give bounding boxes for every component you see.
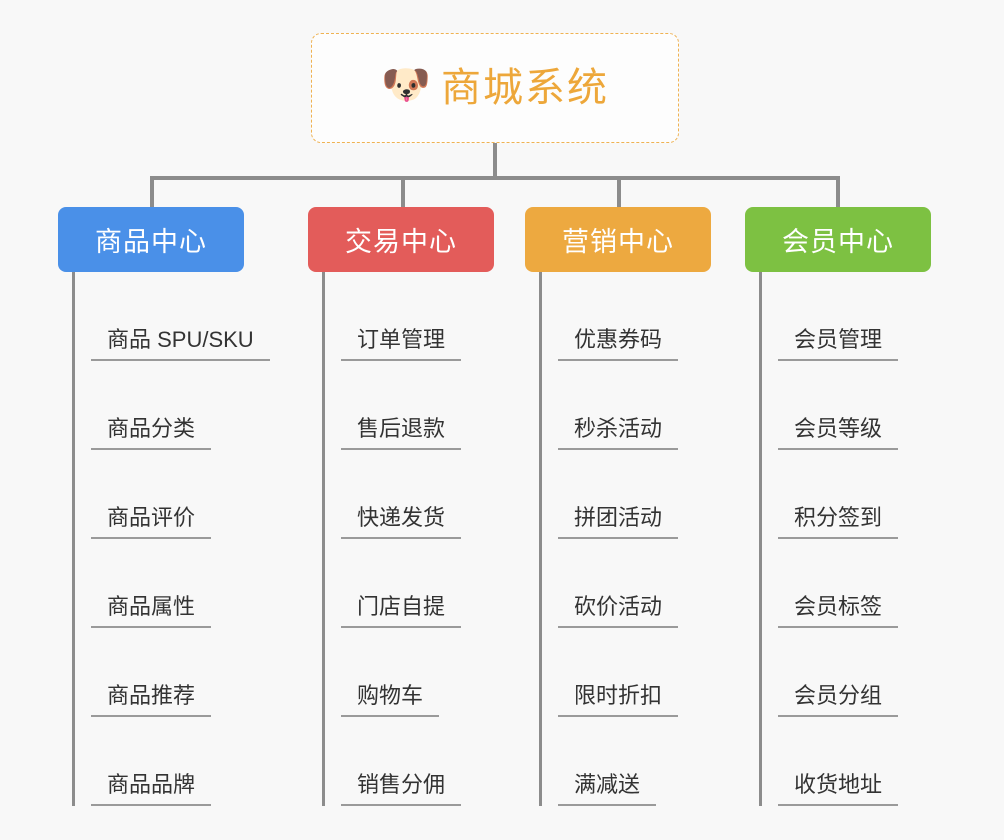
branch-header-trade-center[interactable]: 交易中心: [308, 207, 494, 272]
list-item[interactable]: 限时折扣: [558, 628, 711, 717]
list-item[interactable]: 快递发货: [341, 450, 494, 539]
sub-item-label: 拼团活动: [558, 505, 679, 539]
list-item[interactable]: 商品品牌: [91, 717, 270, 806]
list-item[interactable]: 商品评价: [91, 450, 270, 539]
branch-member-center: 会员中心 会员管理 会员等级 积分签到 会员标签 会员分组 收货地址: [745, 207, 931, 806]
shiba-dog-face-icon: 🐶: [381, 63, 431, 107]
sub-item-list-member-center: 会员管理 会员等级 积分签到 会员标签 会员分组 收货地址: [759, 272, 931, 806]
sub-item-label: 快递发货: [341, 505, 462, 539]
sub-item-label: 秒杀活动: [558, 416, 679, 450]
list-item[interactable]: 砍价活动: [558, 539, 711, 628]
sub-item-label: 商品分类: [91, 416, 212, 450]
branch-product-center: 商品中心 商品 SPU/SKU 商品分类 商品评价 商品属性 商品推荐 商品品牌: [58, 207, 270, 806]
sub-item-label: 收货地址: [778, 772, 899, 806]
list-item[interactable]: 商品推荐: [91, 628, 270, 717]
branch-header-label: 交易中心: [345, 227, 457, 257]
sub-item-label: 会员等级: [778, 416, 899, 450]
branch-header-product-center[interactable]: 商品中心: [58, 207, 244, 272]
connector-horizontal-bus: [150, 176, 840, 180]
list-item[interactable]: 会员管理: [778, 272, 931, 361]
sub-item-label: 限时折扣: [558, 683, 679, 717]
branch-header-marketing-center[interactable]: 营销中心: [525, 207, 711, 272]
branch-marketing-center: 营销中心 优惠券码 秒杀活动 拼团活动 砍价活动 限时折扣 满减送: [525, 207, 711, 806]
list-item[interactable]: 优惠券码: [558, 272, 711, 361]
connector-drop-branch-4: [836, 176, 840, 208]
sub-item-label: 砍价活动: [558, 594, 679, 628]
connector-root-stem: [493, 143, 497, 178]
sub-item-label: 销售分佣: [341, 772, 462, 806]
sub-item-label: 商品品牌: [91, 772, 212, 806]
sub-item-label: 售后退款: [341, 416, 462, 450]
list-item[interactable]: 满减送: [558, 717, 711, 806]
list-item[interactable]: 商品属性: [91, 539, 270, 628]
sub-item-label: 会员标签: [778, 594, 899, 628]
sub-item-label: 商品推荐: [91, 683, 212, 717]
list-item[interactable]: 积分签到: [778, 450, 931, 539]
list-item[interactable]: 会员标签: [778, 539, 931, 628]
list-item[interactable]: 订单管理: [341, 272, 494, 361]
sub-item-label: 满减送: [558, 772, 657, 806]
sub-item-label: 优惠券码: [558, 327, 679, 361]
sub-item-label: 商品属性: [91, 594, 212, 628]
sub-item-label: 商品评价: [91, 505, 212, 539]
list-item[interactable]: 拼团活动: [558, 450, 711, 539]
branch-trade-center: 交易中心 订单管理 售后退款 快递发货 门店自提 购物车 销售分佣: [308, 207, 494, 806]
list-item[interactable]: 购物车: [341, 628, 494, 717]
sub-item-label: 会员分组: [778, 683, 899, 717]
root-node-mall-system[interactable]: 🐶 商城系统: [311, 33, 679, 143]
list-item[interactable]: 商品分类: [91, 361, 270, 450]
list-item[interactable]: 会员分组: [778, 628, 931, 717]
sub-item-list-trade-center: 订单管理 售后退款 快递发货 门店自提 购物车 销售分佣: [322, 272, 494, 806]
sub-item-label: 订单管理: [341, 327, 462, 361]
list-item[interactable]: 收货地址: [778, 717, 931, 806]
branch-header-member-center[interactable]: 会员中心: [745, 207, 931, 272]
sub-item-label: 积分签到: [778, 505, 899, 539]
sub-item-label: 会员管理: [778, 327, 899, 361]
sub-item-label: 门店自提: [341, 594, 462, 628]
sub-item-label: 商品 SPU/SKU: [91, 327, 270, 361]
sub-item-list-product-center: 商品 SPU/SKU 商品分类 商品评价 商品属性 商品推荐 商品品牌: [72, 272, 270, 806]
list-item[interactable]: 销售分佣: [341, 717, 494, 806]
list-item[interactable]: 会员等级: [778, 361, 931, 450]
branch-header-label: 营销中心: [562, 227, 674, 257]
list-item[interactable]: 门店自提: [341, 539, 494, 628]
connector-drop-branch-2: [401, 176, 405, 208]
connector-drop-branch-3: [617, 176, 621, 208]
branch-header-label: 会员中心: [782, 227, 894, 257]
list-item[interactable]: 秒杀活动: [558, 361, 711, 450]
connector-drop-branch-1: [150, 176, 154, 208]
sub-item-list-marketing-center: 优惠券码 秒杀活动 拼团活动 砍价活动 限时折扣 满减送: [539, 272, 711, 806]
list-item[interactable]: 商品 SPU/SKU: [91, 272, 270, 361]
list-item[interactable]: 售后退款: [341, 361, 494, 450]
root-node-title: 商城系统: [441, 66, 609, 110]
sub-item-label: 购物车: [341, 683, 440, 717]
branch-header-label: 商品中心: [95, 227, 207, 257]
